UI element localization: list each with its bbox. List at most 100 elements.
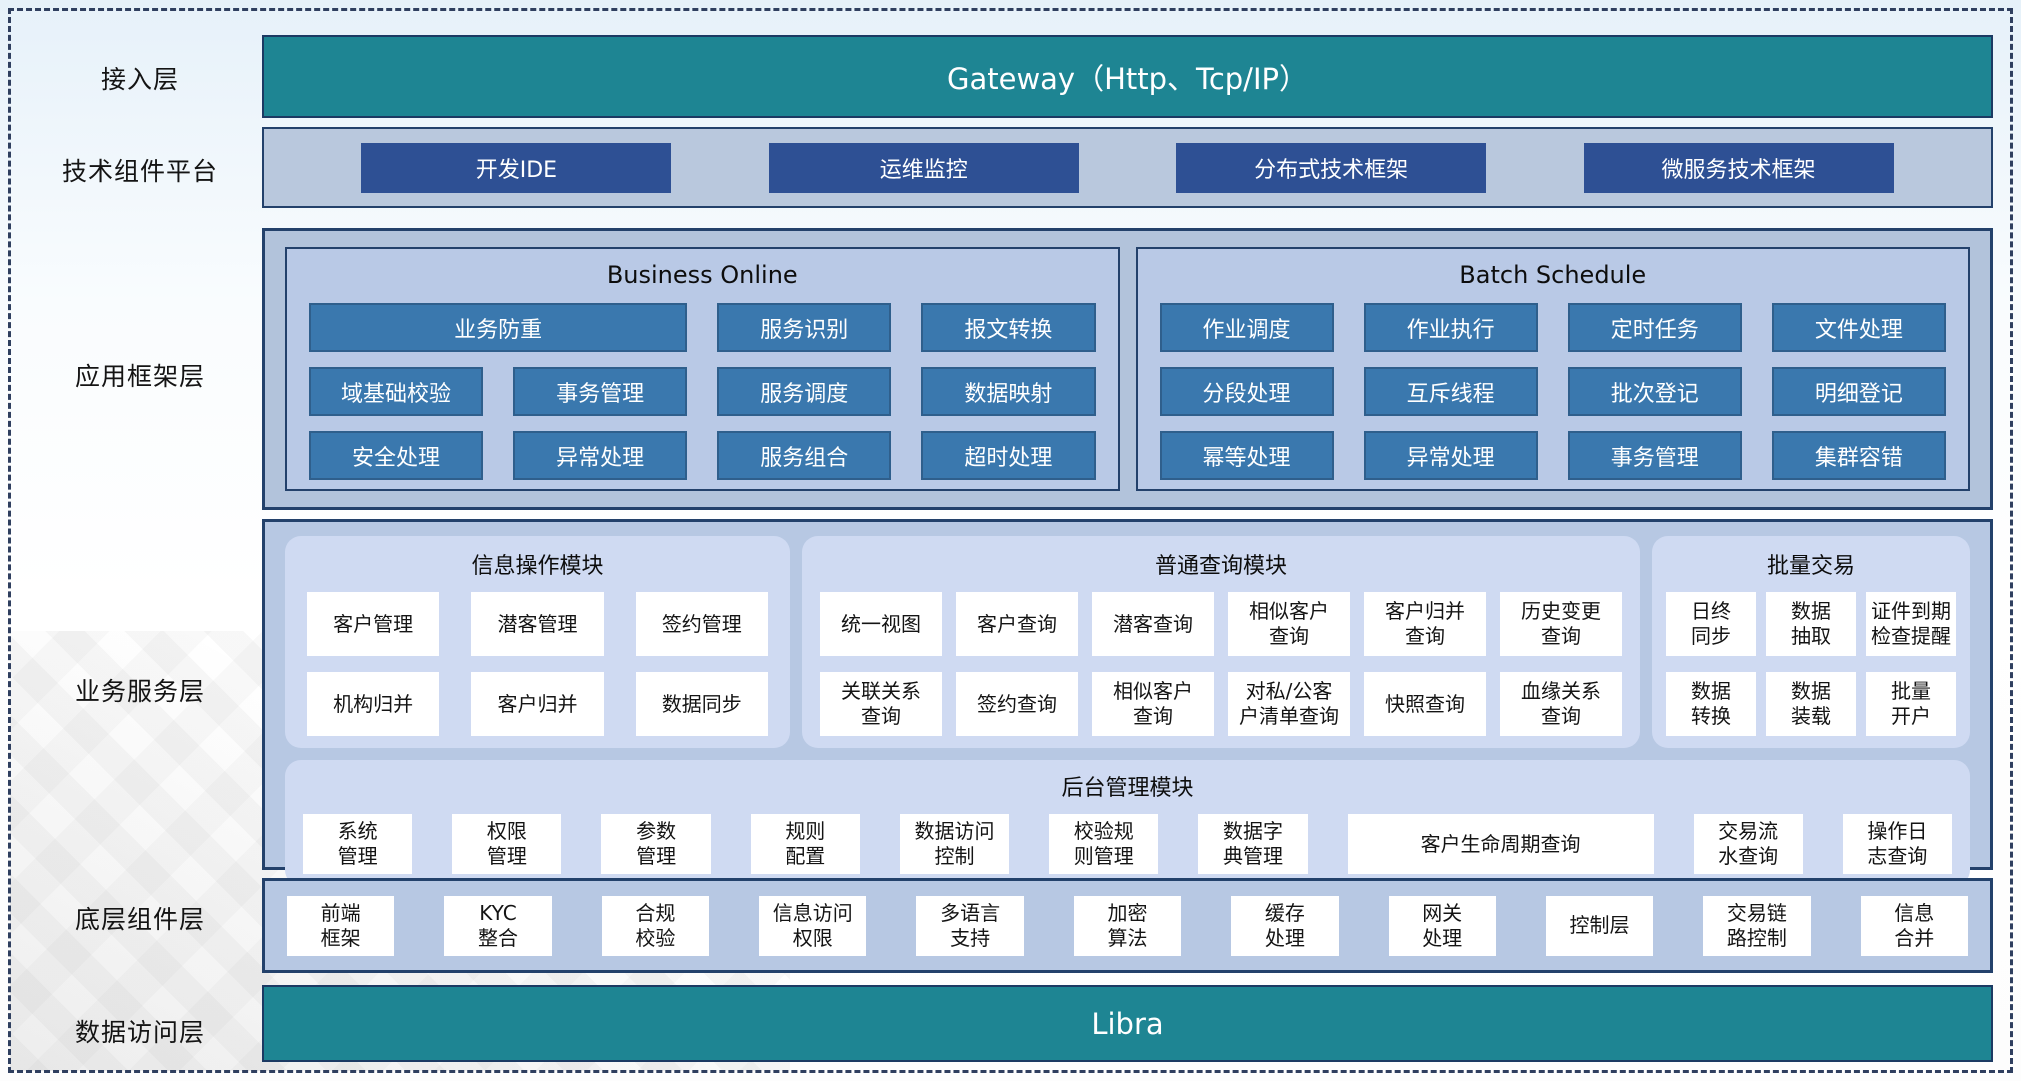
module-title: 信息操作模块 [471, 554, 604, 579]
module-box: 日终 同步 [1666, 592, 1756, 656]
fw-box: 异常处理 [513, 431, 688, 480]
gateway-bar: Gateway（Http、Tcp/IP） [262, 35, 1993, 118]
module-title: 批量交易 [1766, 554, 1855, 579]
fw-box: 数据映射 [921, 367, 1096, 416]
business-online-grid: 业务防重 服务识别 报文转换 域基础校验 事务管理 服务调度 数据映射 安全处理… [309, 303, 1096, 480]
module-box: 交易流 水查询 [1693, 814, 1803, 874]
batch-trade-grid: 日终 同步 数据 抽取 证件到期 检查提醒 数据 转换 数据 装载 批量 开户 [1666, 592, 1956, 736]
admin-grid: 系统 管理 权限 管理 参数 管理 规则 配置 数据访问 控制 校验规 则管理 … [303, 814, 1952, 874]
base-box: 信息访问 权限 [759, 895, 867, 956]
module-box: 权限 管理 [452, 814, 562, 874]
business-service-top: 信息操作模块 客户管理 潜客管理 签约管理 机构归并 客户归并 数据同步 普通查… [285, 536, 1970, 748]
fw-box: 批次登记 [1567, 367, 1742, 416]
module-box: 客户生命周期查询 [1347, 814, 1654, 874]
fw-box: 报文转换 [921, 303, 1096, 352]
module-box: 对私/公客 户清单查询 [1228, 672, 1350, 736]
base-box: 合规 校验 [601, 895, 710, 956]
fw-box: 幂等处理 [1159, 431, 1334, 480]
fw-box: 互斥线程 [1363, 367, 1538, 416]
tech-platform-panel: 开发IDE 运维监控 分布式技术框架 微服务技术框架 [262, 127, 1993, 208]
dashed-border-frame [8, 8, 2013, 1073]
base-box: 多语言 支持 [916, 895, 1024, 956]
module-box: 数据 装载 [1766, 672, 1856, 736]
fw-box: 明细登记 [1771, 367, 1946, 416]
base-box: 前端 框架 [287, 895, 395, 956]
base-box: 缓存 处理 [1231, 895, 1339, 956]
fw-box: 作业调度 [1159, 303, 1334, 352]
module-box: 客户归并 查询 [1364, 592, 1486, 656]
module-box: 数据同步 [635, 672, 768, 736]
fw-box: 服务调度 [717, 367, 892, 416]
module-box: 相似客户 查询 [1228, 592, 1350, 656]
fw-box: 集群容错 [1771, 431, 1946, 480]
fw-box: 分段处理 [1159, 367, 1334, 416]
fw-box: 服务识别 [717, 303, 892, 352]
module-box: 规则 配置 [750, 814, 860, 874]
module-box: 批量 开户 [1866, 672, 1956, 736]
base-box: 交易链 路控制 [1703, 895, 1811, 956]
tech-box: 运维监控 [768, 142, 1079, 193]
fw-box: 超时处理 [921, 431, 1096, 480]
fw-box: 事务管理 [1567, 431, 1742, 480]
base-box: 控制层 [1545, 895, 1654, 956]
base-box: KYC 整合 [444, 895, 552, 956]
fw-box: 作业执行 [1363, 303, 1538, 352]
panel-title: Business Online [606, 261, 798, 289]
module-box: 快照查询 [1364, 672, 1486, 736]
module-title: 后台管理模块 [1061, 776, 1194, 801]
batch-schedule-panel: Batch Schedule 作业调度 作业执行 定时任务 文件处理 分段处理 … [1135, 247, 1970, 491]
layer-label-business: 业务服务层 [74, 677, 205, 706]
base-box: 网关 处理 [1388, 895, 1496, 956]
tech-box: 开发IDE [361, 142, 672, 193]
module-box: 签约管理 [635, 592, 768, 656]
libra-bar: Libra [262, 985, 1993, 1062]
fw-box: 服务组合 [717, 431, 892, 480]
module-box: 操作日 志查询 [1842, 814, 1952, 874]
module-box: 客户归并 [471, 672, 604, 736]
module-box: 系统 管理 [303, 814, 413, 874]
module-box: 血缘关系 查询 [1500, 672, 1622, 736]
module-box: 签约查询 [956, 672, 1078, 736]
module-box: 历史变更 查询 [1500, 592, 1622, 656]
fw-box: 文件处理 [1771, 303, 1946, 352]
module-box: 数据字 典管理 [1198, 814, 1308, 874]
module-box: 数据 抽取 [1766, 592, 1856, 656]
panel-title: Batch Schedule [1459, 261, 1647, 289]
module-box: 参数 管理 [601, 814, 711, 874]
module-box: 校验规 则管理 [1049, 814, 1159, 874]
layer-label-tech: 技术组件平台 [61, 157, 218, 186]
tech-box: 分布式技术框架 [1176, 142, 1487, 193]
fw-box: 事务管理 [513, 367, 688, 416]
fw-box: 定时任务 [1567, 303, 1742, 352]
business-service-panel: 信息操作模块 客户管理 潜客管理 签约管理 机构归并 客户归并 数据同步 普通查… [262, 519, 1993, 886]
framework-panel: Business Online 业务防重 服务识别 报文转换 域基础校验 事务管… [262, 228, 1993, 510]
module-title: 普通查询模块 [1154, 554, 1287, 579]
fw-box: 安全处理 [309, 431, 484, 480]
business-online-panel: Business Online 业务防重 服务识别 报文转换 域基础校验 事务管… [285, 247, 1120, 491]
tech-box: 微服务技术框架 [1583, 142, 1894, 193]
layer-label-access: 接入层 [100, 65, 179, 94]
module-box: 机构归并 [307, 672, 440, 736]
module-box: 统一视图 [820, 592, 942, 656]
general-query-module: 普通查询模块 统一视图 客户查询 潜客查询 相似客户 查询 客户归并 查询 历史… [802, 536, 1640, 748]
batch-schedule-grid: 作业调度 作业执行 定时任务 文件处理 分段处理 互斥线程 批次登记 明细登记 … [1159, 303, 1946, 480]
info-operation-module: 信息操作模块 客户管理 潜客管理 签约管理 机构归并 客户归并 数据同步 [285, 536, 790, 748]
info-operation-grid: 客户管理 潜客管理 签约管理 机构归并 客户归并 数据同步 [307, 592, 768, 736]
module-box: 证件到期 检查提醒 [1866, 592, 1956, 656]
module-box: 相似客户 查询 [1092, 672, 1214, 736]
module-box: 客户查询 [956, 592, 1078, 656]
general-query-grid: 统一视图 客户查询 潜客查询 相似客户 查询 客户归并 查询 历史变更 查询 关… [820, 592, 1622, 736]
layer-label-framework: 应用框架层 [74, 362, 205, 391]
module-box: 潜客查询 [1092, 592, 1214, 656]
admin-module: 后台管理模块 系统 管理 权限 管理 参数 管理 规则 配置 数据访问 控制 校… [285, 760, 1970, 886]
fw-box: 异常处理 [1363, 431, 1538, 480]
base-box: 信息 合并 [1860, 895, 1968, 956]
fw-box: 业务防重 [309, 303, 688, 352]
layer-label-data-access: 数据访问层 [74, 1018, 205, 1047]
module-box: 数据访问 控制 [899, 814, 1010, 874]
fw-box: 域基础校验 [309, 367, 484, 416]
module-box: 数据 转换 [1666, 672, 1756, 736]
base-component-panel: 前端 框架 KYC 整合 合规 校验 信息访问 权限 多语言 支持 加密 算法 … [262, 878, 1993, 973]
module-box: 关联关系 查询 [820, 672, 942, 736]
